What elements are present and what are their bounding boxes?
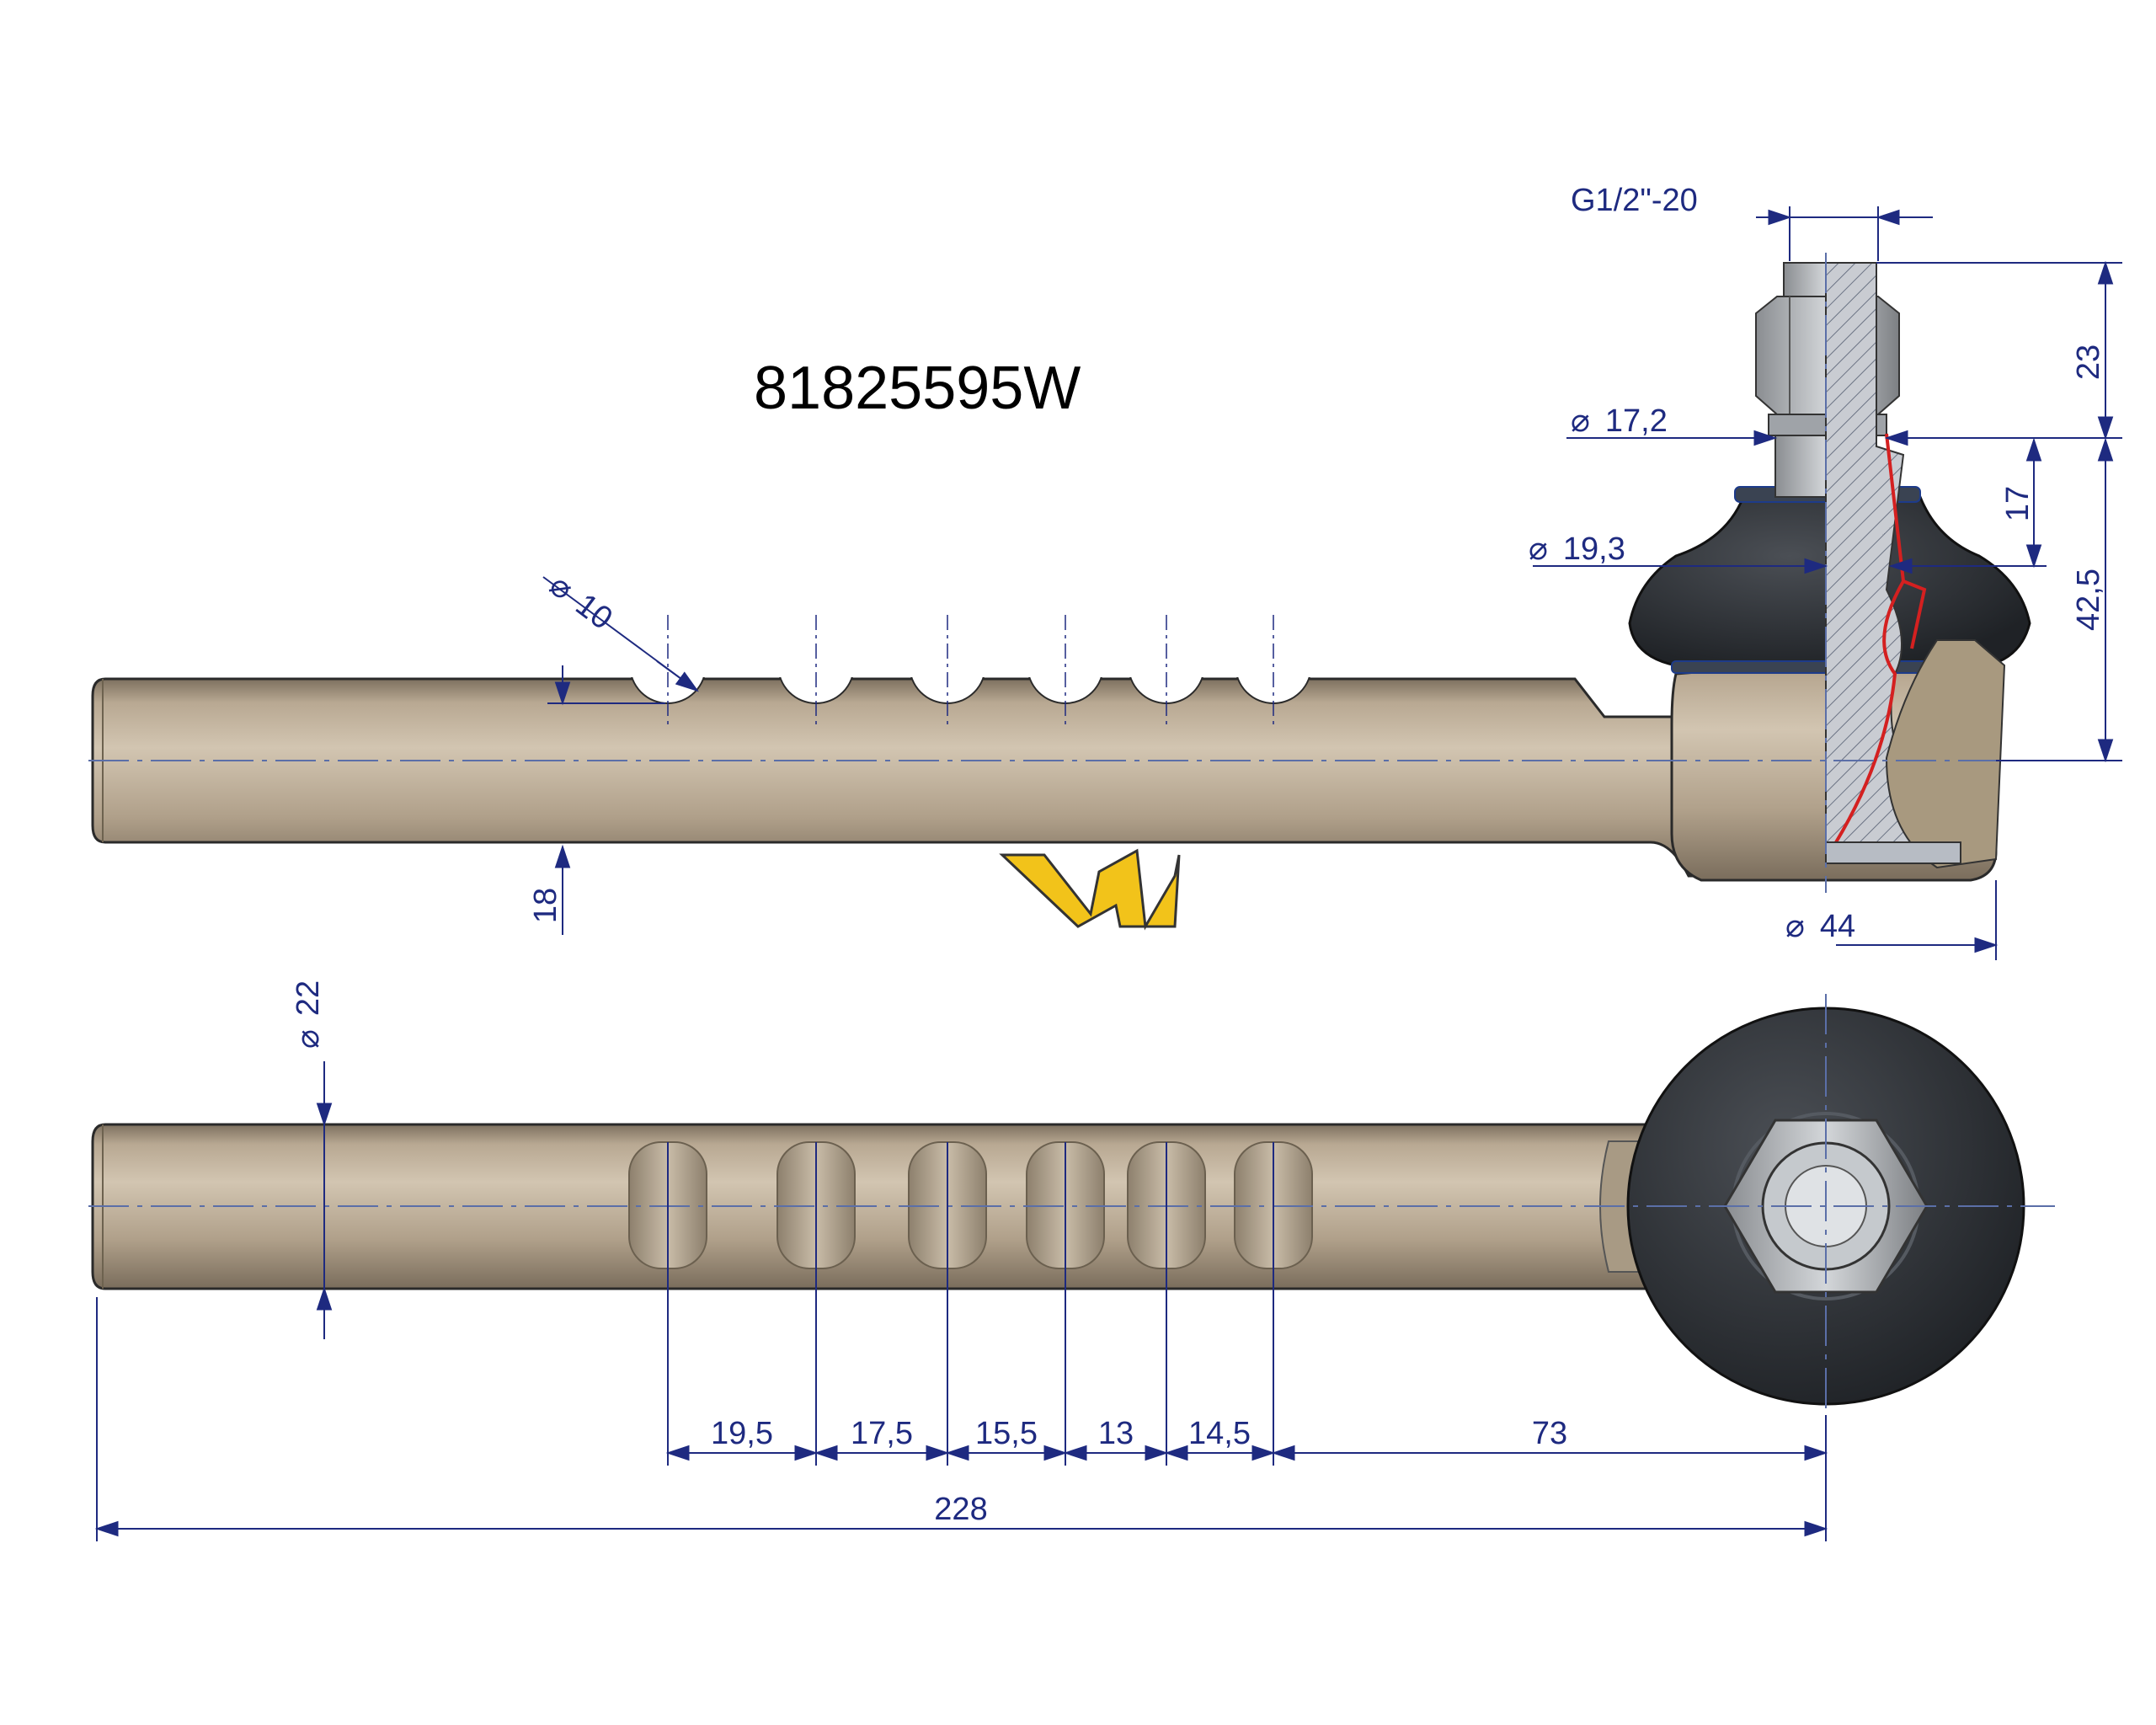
dimension-lines — [94, 206, 2122, 1537]
nut-height-label: 23 — [2071, 344, 2106, 380]
diameter-symbol: ⌀ — [1785, 909, 1805, 944]
housing-diameter-label: ⌀44 — [1785, 909, 1855, 944]
thread-spec-label: G1/2"-20 — [1571, 183, 1698, 218]
shaft-diameter-label: ⌀22 — [291, 980, 326, 1049]
dimension-labels: G1/2"-20 ⌀17,2 ⌀19,3 ⌀10 ⌀44 ⌀22 23 17 4… — [291, 183, 2106, 1527]
bottom-view — [88, 994, 2055, 1541]
diameter-symbol: ⌀ — [1529, 531, 1548, 567]
diameter-symbol: ⌀ — [1571, 403, 1590, 439]
stud-diameter-label: ⌀17,2 — [1571, 403, 1668, 439]
spacing-label-5: 14,5 — [1188, 1416, 1251, 1451]
diameter-symbol: ⌀ — [291, 1029, 326, 1049]
total-length-label: 228 — [934, 1492, 987, 1527]
spacing-label-6: 73 — [1532, 1416, 1567, 1451]
w-brand-logo-icon — [999, 848, 1181, 931]
spacing-label-3: 15,5 — [975, 1416, 1038, 1451]
neck-diameter-label: ⌀19,3 — [1529, 531, 1625, 567]
stud-height-label: 42,5 — [2071, 569, 2106, 631]
spacing-label-1: 19,5 — [711, 1416, 773, 1451]
spacing-label-4: 13 — [1098, 1416, 1134, 1451]
part-number-title: 81825595W — [754, 355, 1081, 422]
adjustment-holes — [590, 615, 1331, 724]
section-line-red — [1834, 433, 1906, 844]
tie-rod-shaft — [91, 677, 1737, 878]
neck-height-label: 17 — [2000, 486, 2036, 521]
cross-section — [1825, 262, 2006, 869]
spacing-label-2: 17,5 — [851, 1416, 913, 1451]
top-view — [88, 253, 2038, 893]
diameter-symbol: ⌀ — [543, 568, 580, 607]
hole-offset-label: 18 — [528, 888, 563, 923]
